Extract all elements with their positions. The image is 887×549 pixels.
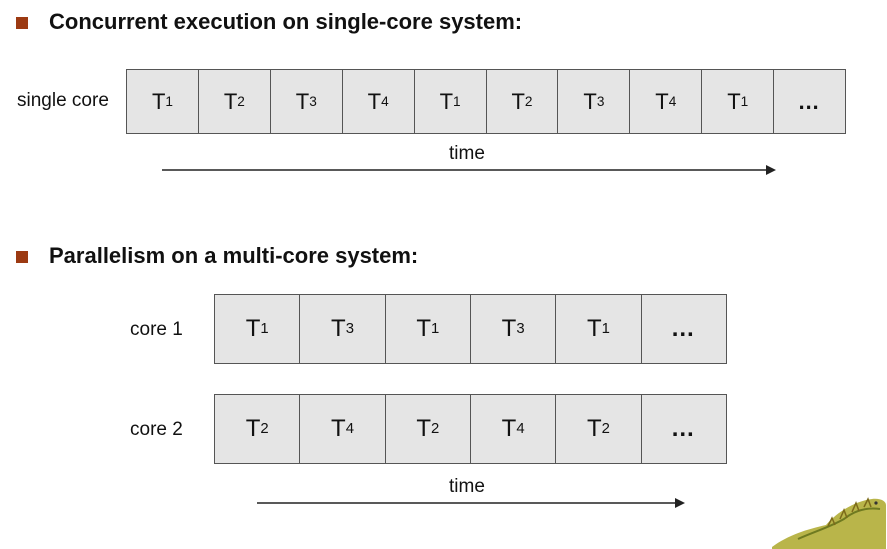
thread-name: T [295, 88, 310, 114]
thread-name: … [797, 88, 822, 114]
thread-name: T [501, 315, 517, 342]
ellipsis-cell: … [773, 70, 845, 133]
bullet-icon [16, 251, 28, 263]
time-label-1: time [449, 143, 485, 164]
section2-heading: Parallelism on a multi-core system: [49, 243, 419, 268]
thread-name: T [501, 415, 517, 442]
thread-name: T [367, 88, 382, 114]
thread-name: T [331, 415, 346, 442]
thread-name: T [439, 88, 454, 114]
thread-name: T [331, 315, 346, 342]
thread-name: T [587, 315, 602, 342]
ellipsis-cell: … [640, 295, 726, 363]
thread-name: T [245, 415, 261, 442]
time-label-2: time [449, 476, 485, 497]
thread-name: T [151, 88, 166, 114]
thread-name: T [416, 415, 432, 442]
bullet-icon [16, 17, 28, 29]
core2-label: core 2 [130, 419, 183, 440]
ellipsis-cell: … [640, 395, 726, 463]
thread-name: T [655, 88, 669, 114]
thread-name: T [223, 88, 238, 114]
single-core-label: single core [17, 90, 109, 111]
dinosaur-logo [772, 497, 886, 549]
thread-name: T [245, 315, 261, 342]
thread-name: T [727, 88, 741, 114]
thread-name: T [587, 415, 602, 442]
thread-name: … [670, 415, 697, 442]
thread-name: T [583, 88, 597, 114]
thread-name: T [416, 315, 432, 342]
time-arrow-1 [162, 165, 776, 175]
section1-heading: Concurrent execution on single-core syst… [49, 9, 523, 34]
time-arrow-2 [257, 498, 685, 508]
core1-label: core 1 [130, 319, 183, 340]
thread-name: … [670, 315, 697, 342]
thread-name: T [511, 88, 525, 114]
